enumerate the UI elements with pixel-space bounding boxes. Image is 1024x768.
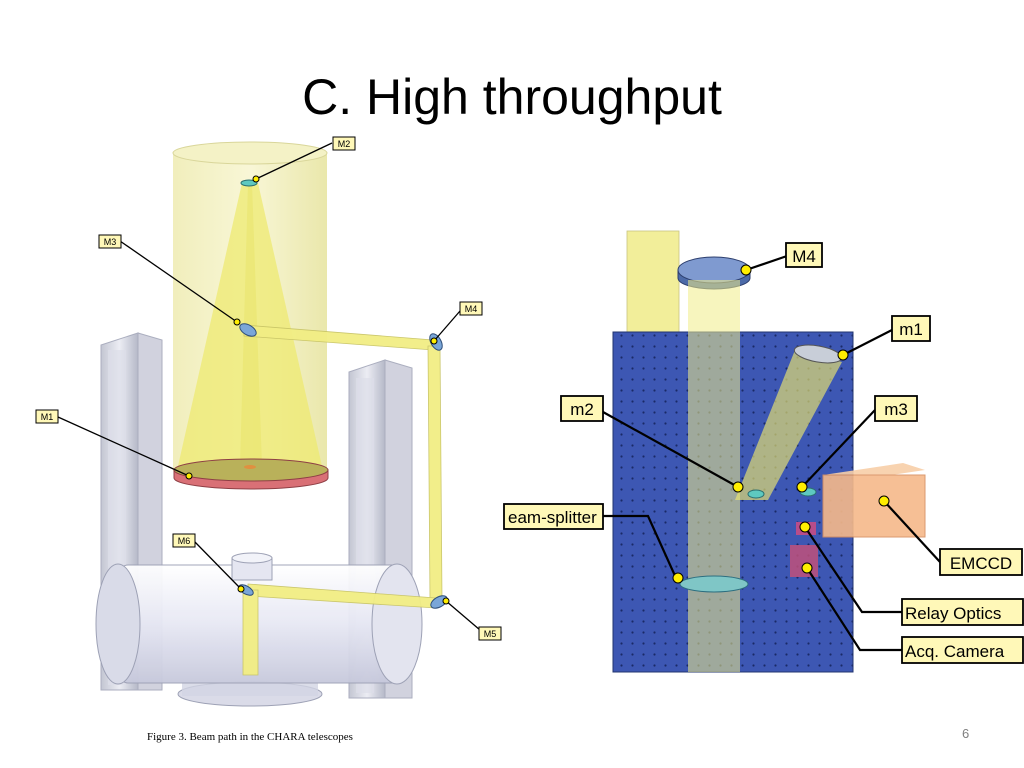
svg-text:M4: M4 (465, 304, 478, 314)
svg-text:eam-splitter: eam-splitter (508, 508, 597, 527)
svg-text:M3: M3 (104, 237, 117, 247)
svg-text:m1: m1 (899, 320, 923, 339)
label-emccd: EMCCD (939, 548, 1023, 576)
label-m6: M6 (172, 533, 196, 548)
beam-path (242, 324, 443, 676)
slide-page-number: 6 (962, 726, 970, 741)
label-m4: M4 (459, 301, 483, 316)
label-big-m4: M4 (785, 242, 823, 268)
svg-text:EMCCD: EMCCD (950, 554, 1012, 573)
primary-mirror-m1 (173, 458, 329, 490)
bench-pointer-dots (672, 264, 890, 584)
label-m5: M5 (478, 626, 502, 641)
label-bench-m3: m3 (874, 395, 918, 422)
optical-bench-figure: M4 m1 m2 m3 eam-splitter EMCCD Relay Opt… (503, 230, 1024, 673)
label-m1: M1 (35, 409, 59, 424)
emccd-box (822, 463, 926, 538)
label-acq-camera: Acq. Camera (901, 636, 1024, 664)
svg-text:M6: M6 (178, 536, 191, 546)
telescope-leader-lines (57, 142, 481, 631)
svg-text:M5: M5 (484, 629, 497, 639)
svg-text:m2: m2 (570, 400, 594, 419)
svg-text:M1: M1 (41, 412, 54, 422)
telescope-figure: M2 M3 M4 M1 M6 M5 (35, 136, 502, 707)
label-beam-splitter: eam-splitter (503, 503, 604, 530)
svg-text:M4: M4 (792, 247, 816, 266)
label-m3: M3 (98, 234, 122, 249)
telescope-tube (172, 141, 328, 471)
label-relay-optics: Relay Optics (901, 598, 1024, 626)
bench-slanted-beam (735, 350, 842, 500)
coude-tank (95, 552, 423, 707)
svg-text:Relay Optics: Relay Optics (905, 604, 1001, 623)
figure-caption: Figure 3. Beam path in the CHARA telesco… (147, 731, 353, 743)
label-m2: M2 (332, 136, 356, 151)
svg-text:M2: M2 (338, 139, 351, 149)
incoming-beam (626, 230, 680, 337)
svg-text:Acq. Camera: Acq. Camera (905, 642, 1005, 661)
bench-vertical-beam (688, 280, 740, 672)
slide-title: C. High throughput (302, 69, 722, 125)
telescope-mirrors (238, 179, 448, 609)
label-bench-m1: m1 (891, 315, 931, 342)
telescope-pointer-dots (185, 175, 450, 605)
svg-text:m3: m3 (884, 400, 908, 419)
bench-leader-lines (602, 254, 941, 652)
label-bench-m2: m2 (560, 395, 604, 422)
bench-mirrors (679, 344, 843, 593)
